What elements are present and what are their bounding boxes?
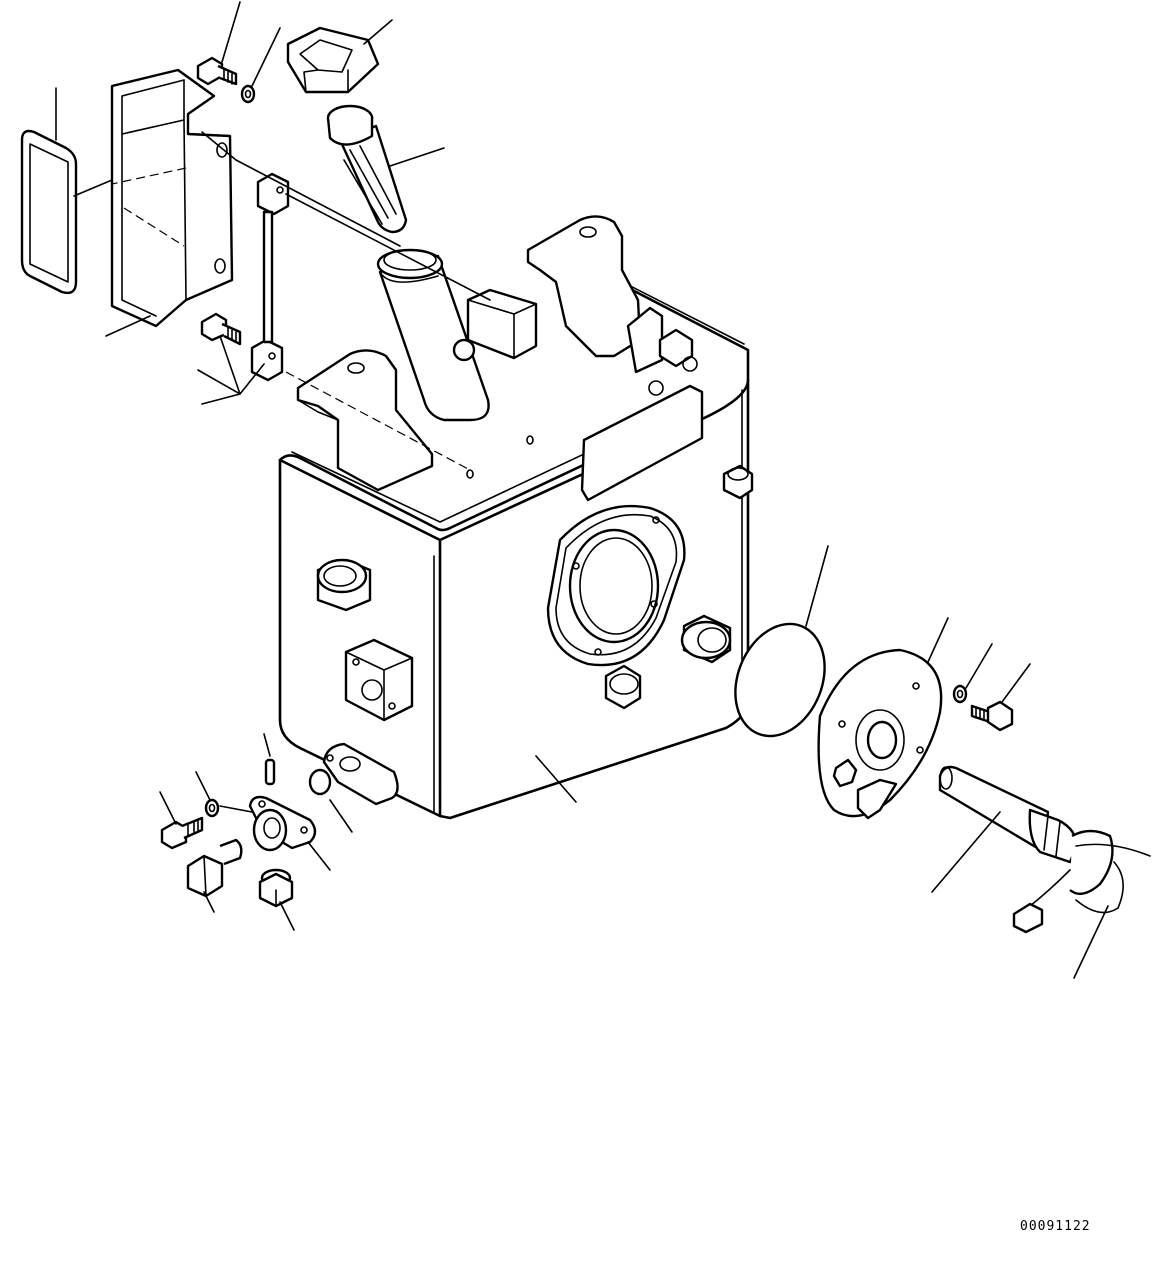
bolt-right xyxy=(970,700,1014,732)
drain-flange xyxy=(322,742,399,806)
mounting-bracket-front xyxy=(296,349,434,492)
bolt-bottom xyxy=(160,816,204,850)
level-gauge xyxy=(250,172,290,382)
pin xyxy=(264,758,276,786)
front-flange-block xyxy=(344,638,414,722)
front-pipe-boss xyxy=(316,558,372,612)
mounting-bracket-rear xyxy=(526,215,642,358)
o-ring-large xyxy=(734,622,826,738)
leader-lines xyxy=(55,1,1109,979)
side-pipe-boss-lower xyxy=(604,664,642,710)
side-inspection-flange xyxy=(546,504,686,667)
drawing-number: 00091122 xyxy=(1020,1219,1091,1234)
side-cover-plate xyxy=(817,648,943,820)
drain-plug-large xyxy=(186,838,243,898)
cover-bracket xyxy=(110,68,234,328)
filler-cap xyxy=(286,26,380,94)
washer-right xyxy=(952,684,968,704)
side-pipe-boss-right xyxy=(680,614,732,664)
drain-plug-small xyxy=(258,868,294,908)
bolt-top xyxy=(196,56,238,86)
strainer-element xyxy=(326,104,408,234)
drain-elbow xyxy=(248,795,317,852)
filler-neck xyxy=(376,248,490,422)
washer-top xyxy=(240,84,256,104)
o-ring-small xyxy=(308,768,332,796)
heater-element xyxy=(938,765,1151,934)
breather-block xyxy=(466,288,538,360)
bolt-middle xyxy=(200,312,242,346)
washer-bottom xyxy=(204,798,220,818)
explode-lines xyxy=(73,131,491,813)
side-boss-upper xyxy=(722,464,754,500)
gasket-rectangle xyxy=(20,129,78,295)
rim-details xyxy=(466,306,704,502)
